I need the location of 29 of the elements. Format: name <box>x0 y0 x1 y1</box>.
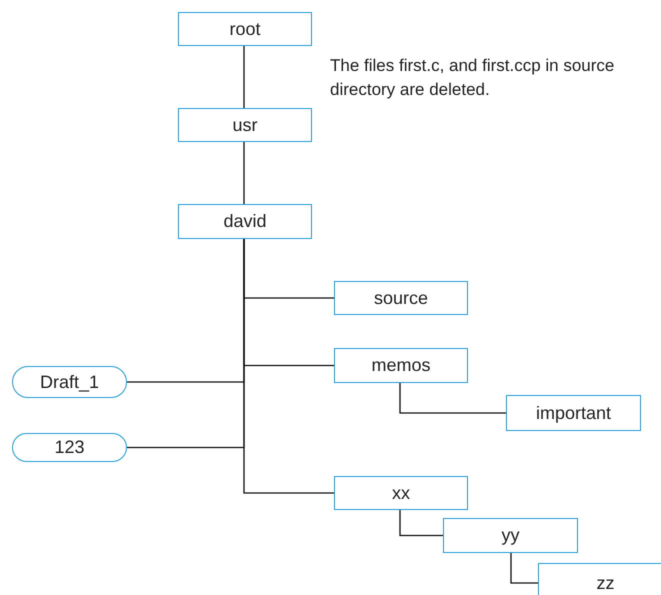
connector-line <box>243 142 245 204</box>
node-label: yy <box>502 525 520 546</box>
node-label: xx <box>392 482 410 504</box>
node-label: 123 <box>54 437 85 458</box>
folder-box <box>334 281 468 315</box>
folder-box <box>506 395 641 431</box>
folder-box <box>334 476 468 510</box>
node-label: root <box>229 18 261 40</box>
folder-box <box>178 204 312 239</box>
node-label: Draft_1 <box>40 372 100 392</box>
folder-box <box>178 12 312 46</box>
node-label: important <box>536 402 612 424</box>
node-label: david <box>223 211 267 232</box>
rounded-box <box>12 366 127 398</box>
folder-box <box>538 563 661 595</box>
connector-line <box>243 46 245 108</box>
folder-box <box>443 518 578 553</box>
node-label: memos <box>371 355 430 376</box>
connector-line <box>399 510 443 536</box>
folder-box <box>178 108 312 142</box>
folder-box <box>334 348 468 383</box>
connector-line <box>399 383 506 414</box>
note-text: The files first.c, and first.ccp in source directory are deleted. <box>330 55 616 101</box>
node-label: usr <box>232 114 258 136</box>
connector-line <box>510 553 538 584</box>
rounded-box <box>12 433 127 462</box>
node-label: source <box>374 288 428 308</box>
node-label: zz <box>596 572 614 594</box>
connector-line <box>243 239 334 494</box>
